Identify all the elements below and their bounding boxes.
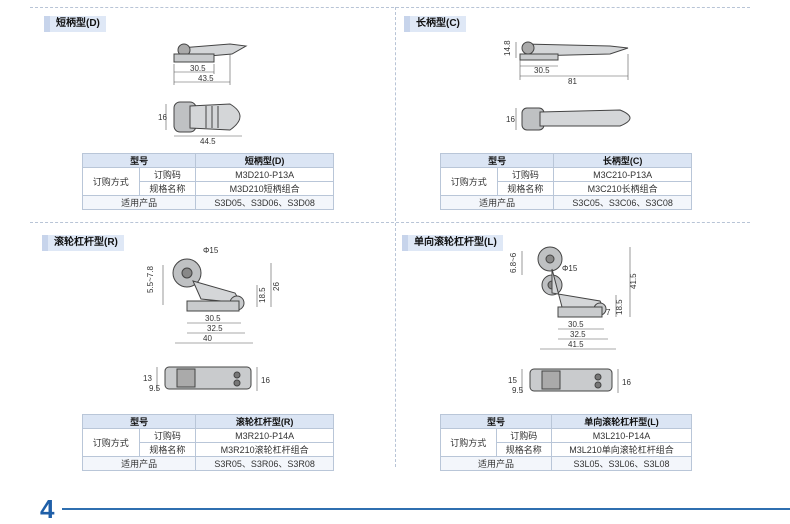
roller-code-label: 订购码	[138, 428, 197, 443]
roller-dim-9-5: 9.5	[149, 384, 161, 393]
short-spec-table: 型号 短柄型(D) 订购方式 订购码 M3D210-P13A 规格名称 M3D2…	[81, 153, 334, 210]
roller-products: S3R05、S3R06、S3R08	[195, 456, 334, 471]
top-divider	[30, 7, 750, 8]
short-dim-16: 16	[158, 113, 167, 122]
roller-order-label: 订购方式	[82, 428, 140, 457]
oneway-th-model: 型号	[440, 414, 552, 429]
oneway-spec: M3L210单向滚轮杠杆组合	[551, 442, 692, 457]
section-title-short: 短柄型(D)	[44, 16, 106, 32]
section-title-roller: 滚轮杠杆型(R)	[42, 235, 124, 251]
short-dim-44-5: 44.5	[200, 137, 216, 146]
short-code: M3D210-P13A	[195, 167, 334, 182]
long-model-name: 长柄型(C)	[553, 153, 692, 168]
long-products: S3C05、S3C06、S3C08	[553, 195, 692, 210]
short-dim-30-5: 30.5	[190, 64, 206, 73]
oneway-dim-18-5: 18.5	[615, 299, 624, 315]
long-code-label: 订购码	[496, 167, 555, 182]
roller-model-name: 滚轮杠杆型(R)	[195, 414, 334, 429]
oneway-dim-phi15: Φ15	[562, 264, 578, 273]
oneway-dim-41-5-h: 41.5	[568, 340, 584, 349]
short-products: S3D05、S3D06、S3D08	[195, 195, 334, 210]
oneway-code: M3L210-P14A	[551, 428, 692, 443]
oneway-products: S3L05、S3L06、S3L08	[551, 456, 692, 471]
long-handle-drawing: 14.8 30.5 81 16	[503, 40, 631, 131]
short-products-label: 适用产品	[81, 195, 197, 210]
vertical-divider	[395, 7, 396, 467]
section-title-oneway: 单向滚轮杠杆型(L)	[402, 235, 503, 251]
oneway-spec-label: 规格名称	[495, 442, 552, 457]
roller-spec-table: 型号 滚轮杠杆型(R) 订购方式 订购码 M3R210-P14A 规格名称 M3…	[81, 414, 334, 471]
roller-dim-13: 13	[143, 374, 152, 383]
oneway-dim-6-8-6: 6.8~6	[509, 252, 518, 273]
roller-th-model: 型号	[81, 414, 197, 429]
roller-dim-18-5: 18.5	[258, 287, 267, 303]
oneway-dim-15: 15	[508, 376, 517, 385]
footer-rule	[62, 508, 790, 510]
oneway-dim-16: 16	[622, 378, 631, 387]
short-order-label: 订购方式	[82, 167, 140, 196]
roller-code: M3R210-P14A	[195, 428, 334, 443]
roller-dim-26: 26	[272, 282, 281, 291]
short-spec: M3D210短柄组合	[195, 181, 334, 196]
page-marker: 4	[40, 494, 55, 524]
oneway-spec-table: 型号 单向滚轮杠杆型(L) 订购方式 订购码 M3L210-P14A 规格名称 …	[440, 414, 692, 471]
short-spec-label: 规格名称	[138, 181, 197, 196]
long-order-label: 订购方式	[440, 167, 498, 196]
long-dim-30-5: 30.5	[534, 66, 550, 75]
short-model-name: 短柄型(D)	[195, 153, 334, 168]
roller-dim-phi15: Φ15	[203, 246, 219, 255]
oneway-model-name: 单向滚轮杠杆型(L)	[551, 414, 692, 429]
roller-spec-label: 规格名称	[138, 442, 197, 457]
short-dim-43-5: 43.5	[198, 74, 214, 83]
long-dim-81: 81	[568, 77, 577, 86]
short-code-label: 订购码	[138, 167, 197, 182]
roller-products-label: 适用产品	[81, 456, 197, 471]
roller-spec: M3R210滚轮杠杆组合	[195, 442, 334, 457]
oneway-order-label: 订购方式	[440, 428, 497, 457]
long-th-model: 型号	[439, 153, 555, 168]
oneway-lever-drawing: Φ15 6.8~6 41.5 18.5 7 30.5 32.5 41.5 15 …	[508, 246, 638, 395]
roller-dim-5-5-7-8: 5.5~7.8	[146, 266, 155, 293]
roller-dim-16: 16	[261, 376, 270, 385]
roller-dim-30-5: 30.5	[205, 314, 221, 323]
oneway-products-label: 适用产品	[440, 456, 552, 471]
long-spec-label: 规格名称	[496, 181, 555, 196]
roller-lever-drawing: Φ15 5.5~7.8 18.5 26 30.5 32.5 40 13 9.5 …	[143, 246, 281, 393]
horizontal-divider	[30, 222, 750, 223]
long-spec-table: 型号 长柄型(C) 订购方式 订购码 M3C210-P13A 规格名称 M3C2…	[439, 153, 692, 210]
long-spec: M3C210长柄组合	[553, 181, 692, 196]
roller-dim-40: 40	[203, 334, 212, 343]
long-code: M3C210-P13A	[553, 167, 692, 182]
oneway-code-label: 订购码	[495, 428, 552, 443]
oneway-dim-7: 7	[606, 308, 611, 317]
long-dim-16: 16	[506, 115, 515, 124]
oneway-dim-41-5-v: 41.5	[629, 273, 638, 289]
short-handle-drawing: 30.5 43.5 16 44.5	[158, 43, 248, 146]
oneway-dim-30-5: 30.5	[568, 320, 584, 329]
oneway-dim-32-5: 32.5	[570, 330, 586, 339]
roller-dim-32-5: 32.5	[207, 324, 223, 333]
oneway-dim-9-5: 9.5	[512, 386, 524, 395]
section-title-long: 长柄型(C)	[404, 16, 466, 32]
long-products-label: 适用产品	[439, 195, 555, 210]
long-dim-14-8: 14.8	[503, 40, 512, 56]
short-th-model: 型号	[81, 153, 197, 168]
